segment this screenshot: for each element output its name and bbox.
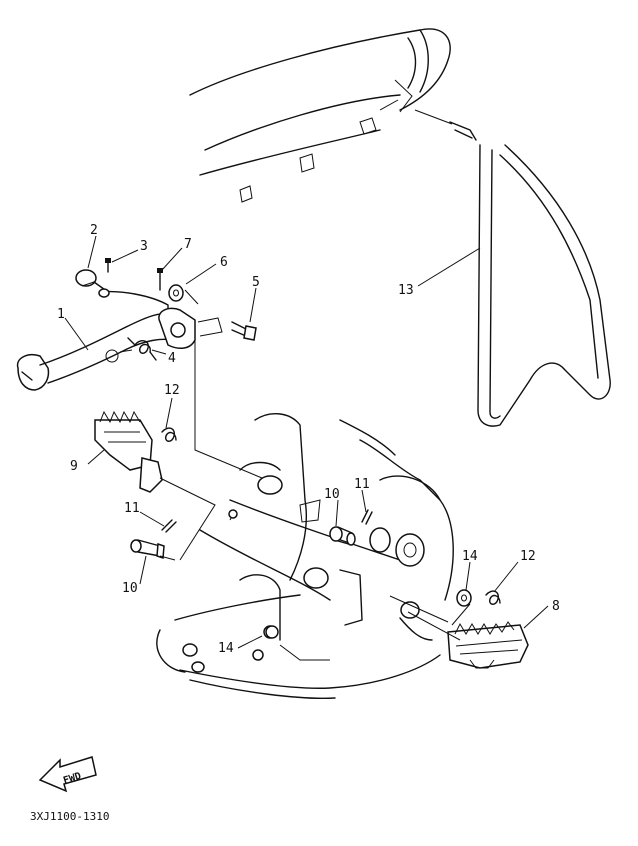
clevis-pin-10-left: [130, 539, 165, 560]
callouts: 1 2 3 4 5 6 7 8 9 10 10 11 11 12 12 13 1…: [57, 223, 560, 656]
washer-6: [168, 284, 184, 302]
screw-3: [105, 258, 111, 273]
callout-11-center: 11: [354, 477, 370, 492]
washer-14-right: [456, 589, 472, 607]
left-footrest-9: [94, 410, 163, 493]
callout-10-left: 10: [122, 581, 138, 596]
callout-14-right: 14: [462, 549, 478, 564]
callout-12-left: 12: [164, 383, 180, 398]
cotter-pin-11-center: [361, 509, 373, 525]
callout-13: 13: [398, 283, 414, 298]
callout-12-right: 12: [520, 549, 536, 564]
callout-14-left: 14: [218, 641, 234, 656]
brake-pedal-1: [16, 290, 223, 391]
fwd-arrow-icon: FWD: [38, 756, 97, 793]
pivot-bolt-2: [75, 269, 110, 298]
right-footrest-8: [447, 621, 529, 669]
assembly-lines: [81, 281, 471, 641]
callout-4: 4: [168, 351, 176, 366]
washer-14-left: [265, 625, 279, 639]
callout-1: 1: [57, 307, 65, 322]
screw-7: [157, 268, 163, 291]
callout-5: 5: [252, 275, 260, 290]
return-spring-4: [127, 337, 157, 361]
footrest-spring-12-right: [485, 590, 501, 605]
callout-2: 2: [90, 223, 98, 238]
cotter-pin-11-left: [161, 519, 177, 533]
frame-upper: [189, 28, 451, 203]
footrest-spring-12-left: [161, 427, 177, 442]
bolt-5: [231, 321, 257, 341]
callout-8: 8: [552, 599, 560, 614]
callout-10-center: 10: [324, 487, 340, 502]
drawing-code: 3XJ1100-1310: [30, 810, 109, 823]
frame-lower: [156, 413, 454, 699]
fwd-label: FWD: [62, 771, 83, 787]
callout-7: 7: [184, 237, 192, 252]
rear-stand-13: [414, 109, 611, 427]
callout-3: 3: [140, 239, 148, 254]
leader-lines: [64, 235, 549, 649]
callout-9: 9: [70, 459, 78, 474]
clevis-pin-10-center: [329, 526, 356, 546]
callout-11-left: 11: [124, 501, 140, 516]
callout-6: 6: [220, 255, 228, 270]
